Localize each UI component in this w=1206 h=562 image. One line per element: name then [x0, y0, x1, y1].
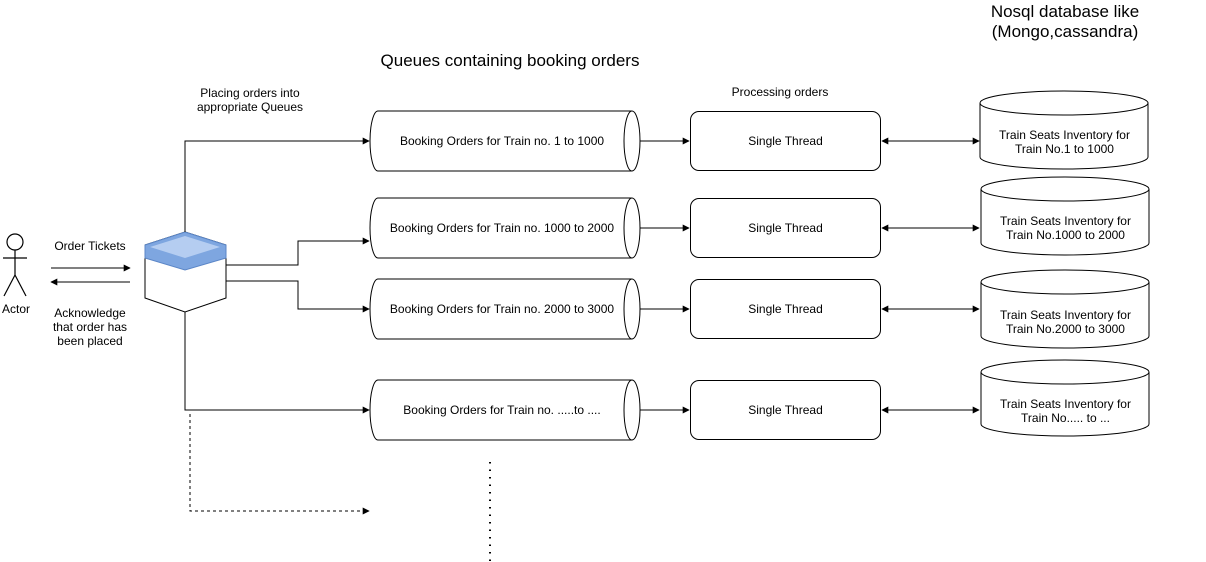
placing-orders-label: Placing orders into appropriate Queues	[196, 86, 304, 114]
database-label-3: Train Seats Inventory for Train No.2000 …	[1000, 308, 1131, 336]
queue-cylinder-4	[369, 379, 641, 441]
order-tickets-label: Order Tickets	[54, 239, 126, 253]
queue-label-2: Booking Orders for Train no. 1000 to 200…	[389, 221, 615, 235]
database-label-4: Train Seats Inventory for Train No..... …	[1000, 397, 1131, 425]
connector-row-2	[226, 237, 370, 266]
connector-row-3	[226, 280, 370, 313]
database-cylinder-2	[980, 176, 1150, 256]
connector-row-1	[184, 137, 370, 232]
nosql-database-heading: Nosql database like (Mongo,cassandra)	[990, 2, 1140, 41]
queue-label-4: Booking Orders for Train no. .....to ...…	[403, 403, 601, 417]
queue-cylinder-2	[369, 197, 641, 259]
connector-row-4	[184, 312, 370, 414]
processing-orders-label: Processing orders	[731, 85, 829, 99]
actor-icon	[3, 233, 27, 297]
queue-cylinder-1	[369, 110, 641, 172]
database-label-1: Train Seats Inventory for Train No.1 to …	[999, 128, 1130, 156]
connector-more-dashed	[189, 414, 370, 515]
acknowledge-label: Acknowledge that order has been placed	[52, 306, 128, 348]
single-thread-box-3: Single Thread	[690, 279, 881, 339]
queue-label-1: Booking Orders for Train no. 1 to 1000	[399, 134, 605, 148]
queue-label-3: Booking Orders for Train no. 2000 to 300…	[389, 302, 615, 316]
database-cylinder-3	[980, 269, 1150, 349]
database-cylinder-1	[979, 90, 1149, 170]
router-icon	[144, 231, 227, 313]
queues-heading: Queues containing booking orders	[380, 51, 640, 70]
single-thread-box-4: Single Thread	[690, 380, 881, 440]
queue-cylinder-3	[369, 278, 641, 340]
single-thread-box-2: Single Thread	[690, 198, 881, 258]
actor-label: Actor	[1, 302, 30, 316]
database-label-2: Train Seats Inventory for Train No.1000 …	[1000, 214, 1131, 242]
single-thread-box-1: Single Thread	[690, 111, 881, 171]
database-cylinder-4	[980, 359, 1150, 437]
